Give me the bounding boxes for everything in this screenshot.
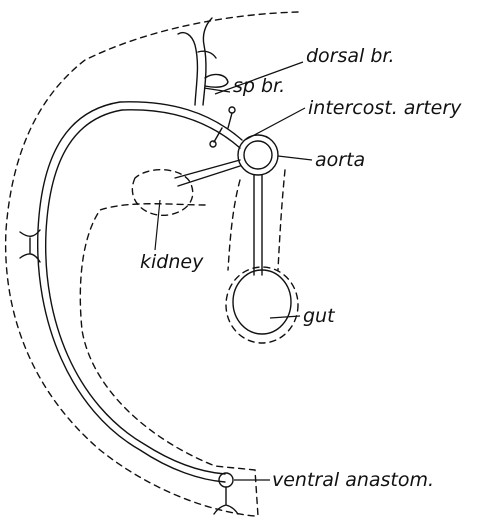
intercostal-artery-inner-line xyxy=(46,110,240,474)
leader-intercost xyxy=(245,108,305,140)
gut-outer-outline xyxy=(226,267,298,343)
spinal-branch-node xyxy=(229,107,235,113)
body-wall-ventral-outline xyxy=(228,180,240,270)
label-dorsal-br: dorsal br. xyxy=(306,45,395,67)
gut-wall xyxy=(233,270,291,334)
ventral-anastomosis-branch xyxy=(214,487,238,514)
label-kidney: kidney xyxy=(140,251,204,273)
spinal-branch-stem xyxy=(228,113,232,128)
kidney-outline xyxy=(132,170,192,216)
leader-kidney xyxy=(155,200,160,250)
ventral-anastomosis-node xyxy=(219,473,233,487)
spinal-branch-loop xyxy=(205,75,228,88)
dorsal-body-wall-outline xyxy=(278,170,285,270)
dorsal-branch-line-b xyxy=(203,18,212,105)
label-sp-br: sp br. xyxy=(233,75,285,97)
leader-aorta xyxy=(278,156,312,160)
intercostal-small-node xyxy=(210,141,216,147)
label-intercost-artery: intercost. artery xyxy=(308,97,462,119)
dorsal-branch-line-a xyxy=(178,33,197,105)
aorta-inner xyxy=(244,141,272,169)
label-ventral-anastom: ventral anastom. xyxy=(272,469,434,491)
dorsal-branch-twig xyxy=(198,51,216,58)
label-aorta: aorta xyxy=(315,149,365,171)
label-gut: gut xyxy=(303,305,336,327)
intercostal-artery-outer-line xyxy=(38,102,242,482)
